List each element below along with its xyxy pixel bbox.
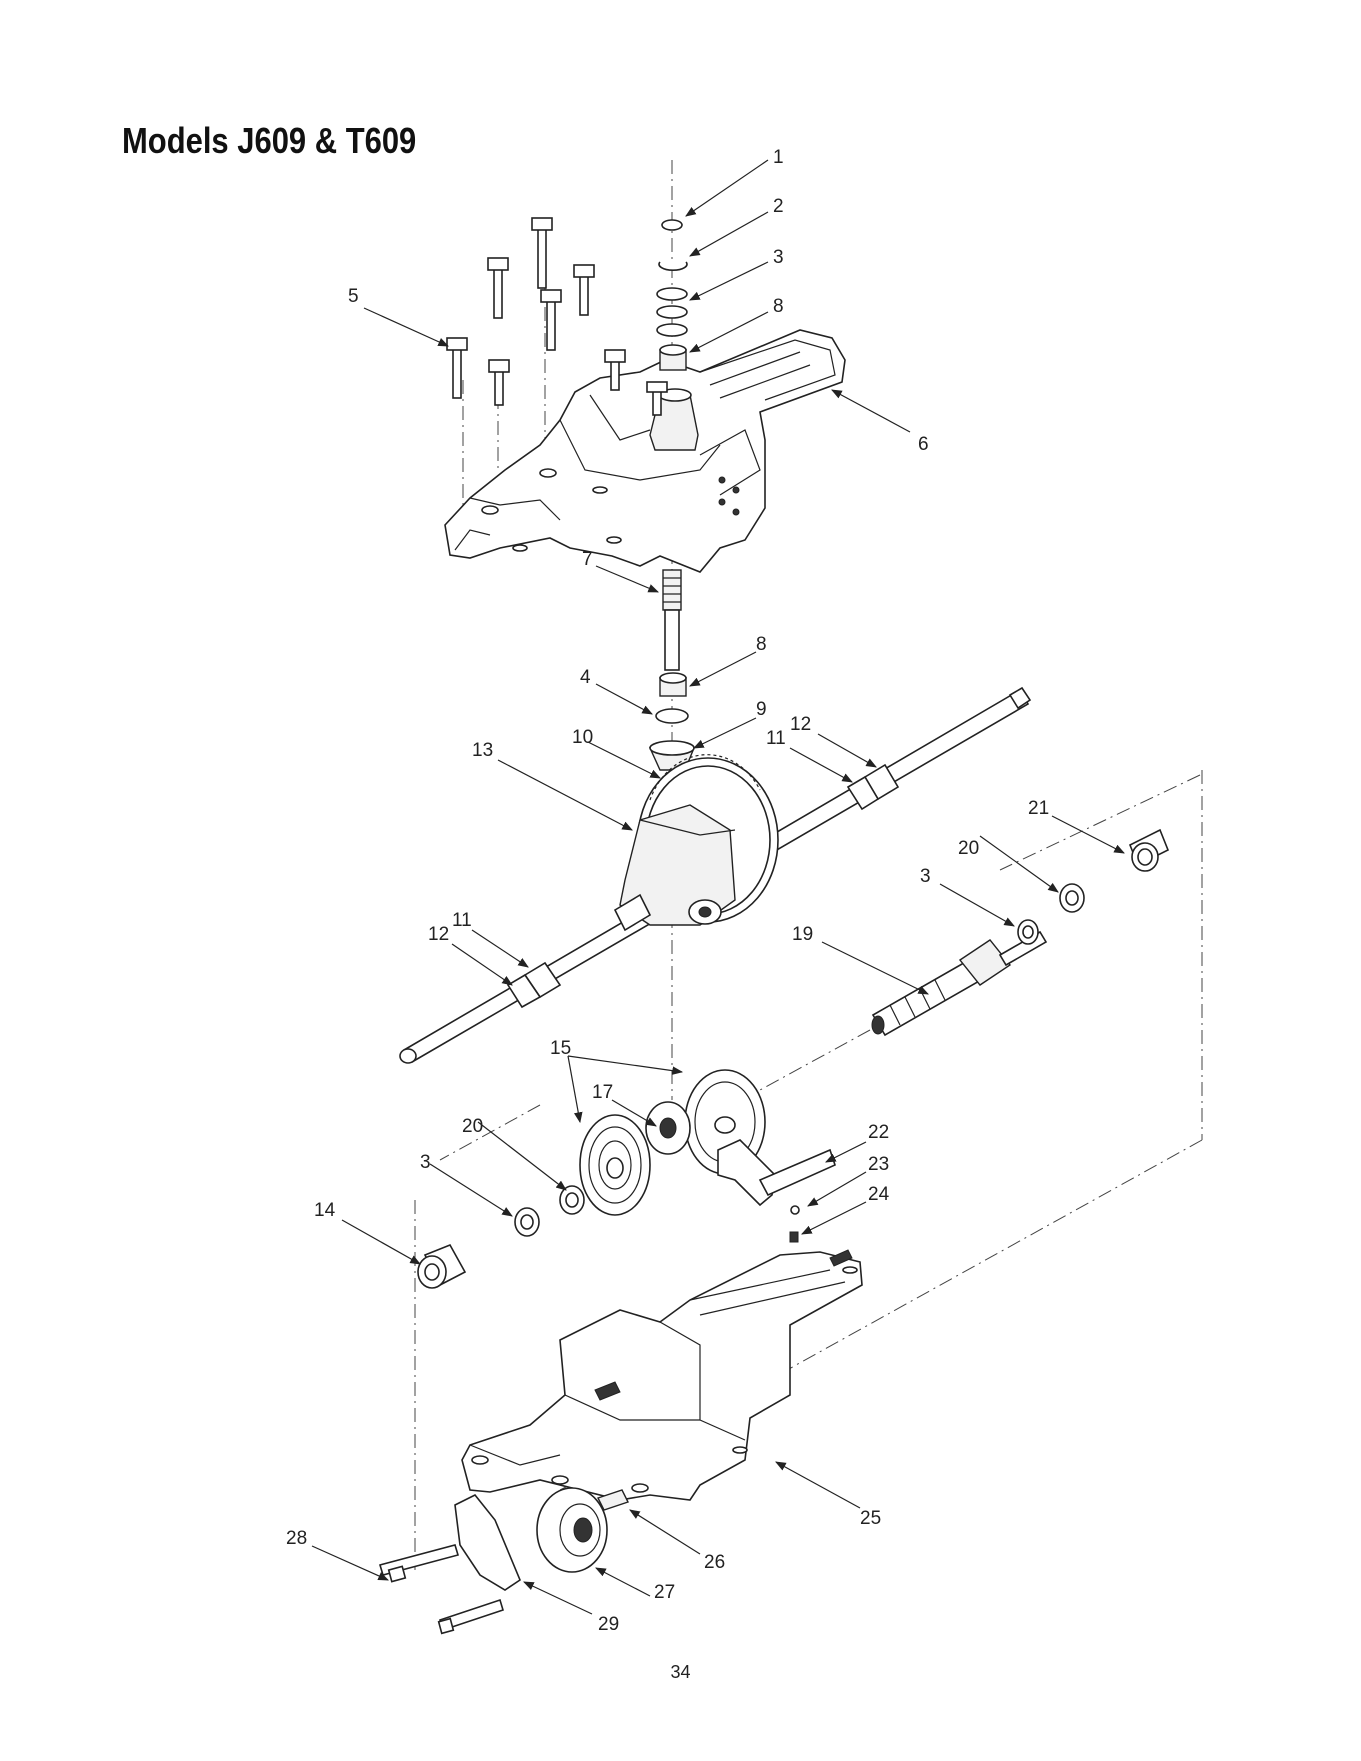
callout-8b: 8 (756, 634, 767, 655)
callout-3: 3 (773, 247, 784, 268)
callout-25: 25 (860, 1508, 881, 1529)
bolt-e (574, 265, 594, 315)
callout-2: 2 (773, 196, 784, 217)
bolt-a (447, 338, 467, 398)
brake-assembly (580, 1070, 835, 1242)
callout-28: 28 (286, 1528, 307, 1549)
callout-23: 23 (868, 1154, 889, 1175)
callout-20: 20 (958, 838, 979, 859)
callout-9: 9 (756, 699, 767, 720)
callout-29: 29 (598, 1614, 619, 1635)
callout-12b: 12 (428, 924, 449, 945)
callout-10: 10 (572, 727, 593, 748)
callout-12: 12 (790, 714, 811, 735)
callout-1: 1 (773, 147, 784, 168)
lower-housing (462, 1250, 862, 1500)
bolt-d (541, 290, 561, 350)
callout-7: 7 (582, 549, 593, 570)
callout-27: 27 (654, 1582, 675, 1603)
callout-11: 11 (766, 728, 786, 749)
callout-26: 26 (704, 1552, 725, 1573)
bolt-b (488, 258, 508, 318)
callout-22: 22 (868, 1122, 889, 1143)
callout-14: 14 (314, 1200, 336, 1221)
bolt-c (532, 218, 552, 288)
callout-24: 24 (868, 1184, 890, 1205)
callout-17: 17 (592, 1082, 613, 1103)
page-number: 34 (0, 1662, 1361, 1683)
callout-5: 5 (348, 286, 359, 307)
bolt-f (489, 360, 509, 405)
input-shaft-assembly (650, 570, 694, 784)
callout-13: 13 (472, 740, 493, 761)
callout-4: 4 (580, 667, 591, 688)
callout-6: 6 (918, 434, 929, 455)
callout-15: 15 (550, 1038, 571, 1059)
callout-3b: 3 (920, 866, 931, 887)
callout-21: 21 (1028, 798, 1049, 819)
callout-8: 8 (773, 296, 784, 317)
left-bushing-washers (418, 1186, 584, 1288)
callout-20b: 20 (462, 1116, 483, 1137)
callout-19: 19 (792, 924, 813, 945)
callout-3c: 3 (420, 1152, 431, 1173)
bottom-parts (380, 1488, 628, 1633)
callout-11b: 11 (452, 910, 472, 931)
brake-shaft-assembly (872, 830, 1168, 1035)
